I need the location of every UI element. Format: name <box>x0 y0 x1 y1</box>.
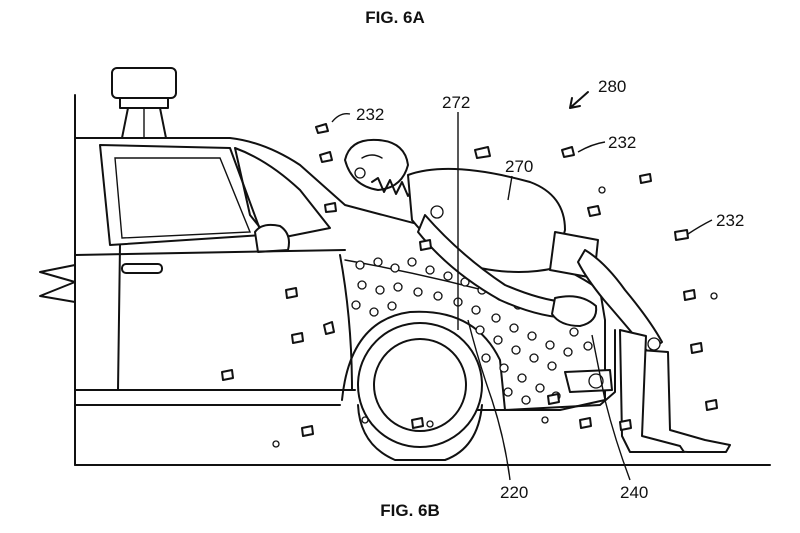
ref-label-232-c: 232 <box>716 211 744 230</box>
ref-label-220: 220 <box>500 483 528 502</box>
ref-label-240: 240 <box>620 483 648 502</box>
figure-title-top: FIG. 6A <box>365 8 425 27</box>
ref-label-280: 280 <box>598 77 626 96</box>
figure-title-bottom: FIG. 6B <box>380 501 440 520</box>
ref-label-270: 270 <box>505 157 533 176</box>
leader-232-b <box>578 142 605 152</box>
ref-label-272: 272 <box>442 93 470 112</box>
ref-label-232-a: 232 <box>356 105 384 124</box>
arrow-280 <box>570 92 588 108</box>
front-wheel <box>358 323 482 460</box>
roof-sensor <box>112 68 176 138</box>
vehicle-body <box>75 138 615 410</box>
leader-232-a <box>332 114 350 122</box>
ref-label-232-b: 232 <box>608 133 636 152</box>
leader-232-c <box>688 220 712 234</box>
vehicle-rear-edge <box>40 265 75 302</box>
